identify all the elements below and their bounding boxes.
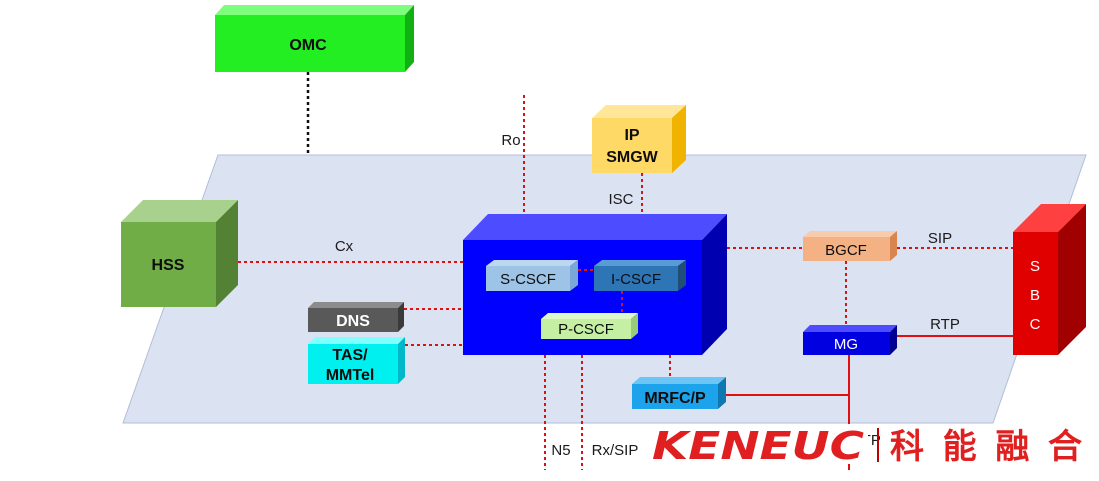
hss-node[interactable]: HSS	[121, 200, 238, 307]
n5-label: N5	[551, 442, 570, 459]
dns-node[interactable]: DNS	[308, 302, 404, 332]
p-cscf-node[interactable]: P-CSCF	[541, 313, 638, 339]
s-cscf-label: S-CSCF	[500, 271, 556, 288]
keneuc-logo: KENEUC 科能融合	[648, 424, 1082, 468]
mrfc-node[interactable]: MRFC/P	[632, 377, 726, 409]
rx-sip-label: Rx/SIP	[592, 442, 639, 459]
ip-smgw-label-line1: IP	[624, 127, 639, 144]
i-cscf-node[interactable]: I-CSCF	[594, 260, 686, 291]
hss-label: HSS	[152, 257, 185, 274]
omc-node[interactable]: OMC	[215, 5, 414, 72]
ip-smgw-label-line2: SMGW	[606, 149, 658, 166]
sbc-label-c: C	[1030, 316, 1041, 333]
logo-latin: KENEUC	[652, 424, 864, 468]
ro-label: Ro	[501, 132, 520, 149]
bgcf-label: BGCF	[825, 242, 867, 259]
bgcf-node[interactable]: BGCF	[803, 231, 897, 261]
i-cscf-label: I-CSCF	[611, 271, 661, 288]
logo-chinese: 科能融合	[890, 427, 1082, 467]
sbc-label-s: S	[1030, 258, 1040, 275]
p-cscf-label: P-CSCF	[558, 321, 614, 338]
sbc-label-b: B	[1030, 287, 1040, 304]
isc-label: ISC	[608, 191, 633, 208]
mg-label: MG	[834, 336, 858, 353]
ip-smgw-node[interactable]: IP SMGW	[592, 105, 686, 173]
tas-mmtel-node[interactable]: TAS/ MMTel	[308, 337, 405, 384]
tas-label-line2: MMTel	[326, 367, 375, 384]
sbc-node[interactable]: S B C	[1013, 204, 1086, 355]
tas-label-line1: TAS/	[332, 347, 368, 364]
cx-label: Cx	[335, 238, 354, 255]
sip-label: SIP	[928, 230, 952, 247]
mrfc-label: MRFC/P	[644, 390, 706, 407]
mg-node[interactable]: MG	[803, 325, 897, 355]
dns-label: DNS	[336, 313, 370, 330]
omc-label: OMC	[289, 37, 327, 54]
s-cscf-node[interactable]: S-CSCF	[486, 260, 578, 291]
rtp-sbc-label: RTP	[930, 316, 960, 333]
